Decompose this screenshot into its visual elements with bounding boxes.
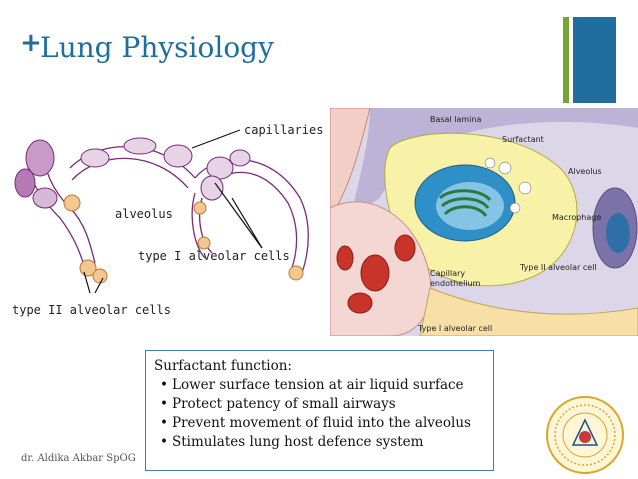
accent-bar-blue <box>573 17 616 103</box>
label-alveolus: alveolus <box>115 207 173 221</box>
label-surfactant: Surfactant <box>502 135 544 144</box>
label-alveolus-right: Alveolus <box>568 167 602 176</box>
label-capillary: Capillary <box>430 269 465 278</box>
label-type2-cells: type II alveolar cells <box>12 303 171 317</box>
label-endothelium: endothelium <box>430 279 481 288</box>
author-credit: dr. Aldika Akbar SpOG <box>21 453 136 464</box>
capillary-cells <box>14 137 251 209</box>
red-blood-cells <box>336 234 416 314</box>
surfactant-heading: Surfactant function: <box>154 358 292 374</box>
alveolar-histology-illustration: Basal lamina Surfactant Alveolus Macroph… <box>330 108 638 336</box>
label-pointers <box>83 129 263 294</box>
golgi-apparatus <box>438 189 492 217</box>
surfactant-function-box: Surfactant function: Lower surface tensi… <box>145 350 494 471</box>
list-item: Protect patency of small airways <box>154 395 485 414</box>
label-macrophage: Macrophage <box>552 213 601 222</box>
slide-title: Lung Physiology <box>40 31 274 64</box>
lamellar-bodies <box>484 157 532 214</box>
label-basal-lamina: Basal lamina <box>430 115 481 124</box>
surfactant-function-list: Lower surface tension at air liquid surf… <box>154 376 485 452</box>
type-ii-cells <box>63 194 304 284</box>
label-type1-cells: type I alveolar cells <box>138 249 290 263</box>
label-type1-right: Type I alveolar cell <box>417 324 492 333</box>
alveolus-schematic-diagram: capillaries alveolus type I alveolar cel… <box>12 123 323 317</box>
list-item: Prevent movement of fluid into the alveo… <box>154 414 485 433</box>
label-capillaries: capillaries <box>244 123 323 137</box>
plus-icon: + <box>20 28 42 58</box>
university-seal-logo <box>546 396 624 474</box>
label-type2-right: Type II alveolar cell <box>519 263 597 272</box>
accent-bar-green <box>563 17 569 103</box>
list-item: Lower surface tension at air liquid surf… <box>154 376 485 395</box>
list-item: Stimulates lung host defence system <box>154 433 485 452</box>
